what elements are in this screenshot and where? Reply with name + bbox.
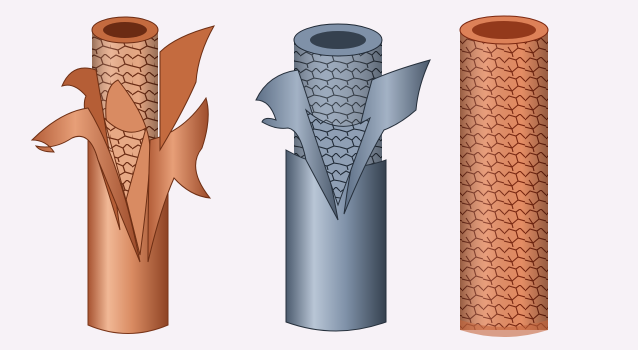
artery-lumen (103, 22, 147, 38)
vein-vessel (256, 24, 430, 331)
vein-lumen (310, 31, 366, 49)
capillary-vessel (460, 16, 548, 337)
artery-vessel (32, 17, 214, 334)
capillary-lumen (472, 21, 536, 39)
